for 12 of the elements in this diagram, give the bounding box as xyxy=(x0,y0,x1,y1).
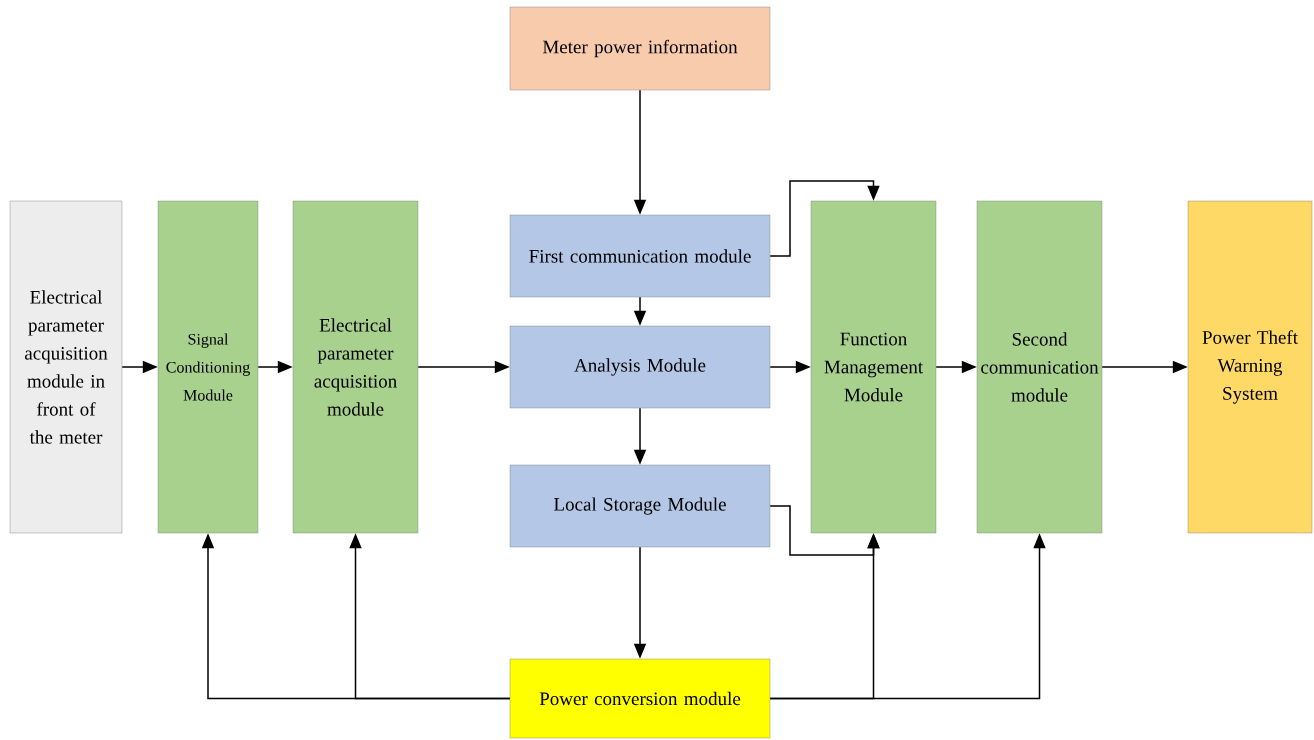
module-box: Electrical parameter acquisition module in front of the meter xyxy=(9,200,123,534)
info-box: Meter power information xyxy=(509,6,771,91)
system-box: Power Theft Warning System xyxy=(1187,200,1313,534)
module-box: Second communication module xyxy=(976,200,1103,534)
module-box: Function Management Module xyxy=(810,200,937,534)
module-box: Power conversion module xyxy=(509,658,771,739)
module-box: First communication module xyxy=(509,214,771,298)
module-box: Local Storage Module xyxy=(509,464,771,548)
module-box: Signal Conditioning Module xyxy=(157,200,259,534)
module-box: Analysis Module xyxy=(509,325,771,409)
module-box: Electrical parameter acquisition module xyxy=(292,200,419,534)
arrow xyxy=(769,180,880,257)
